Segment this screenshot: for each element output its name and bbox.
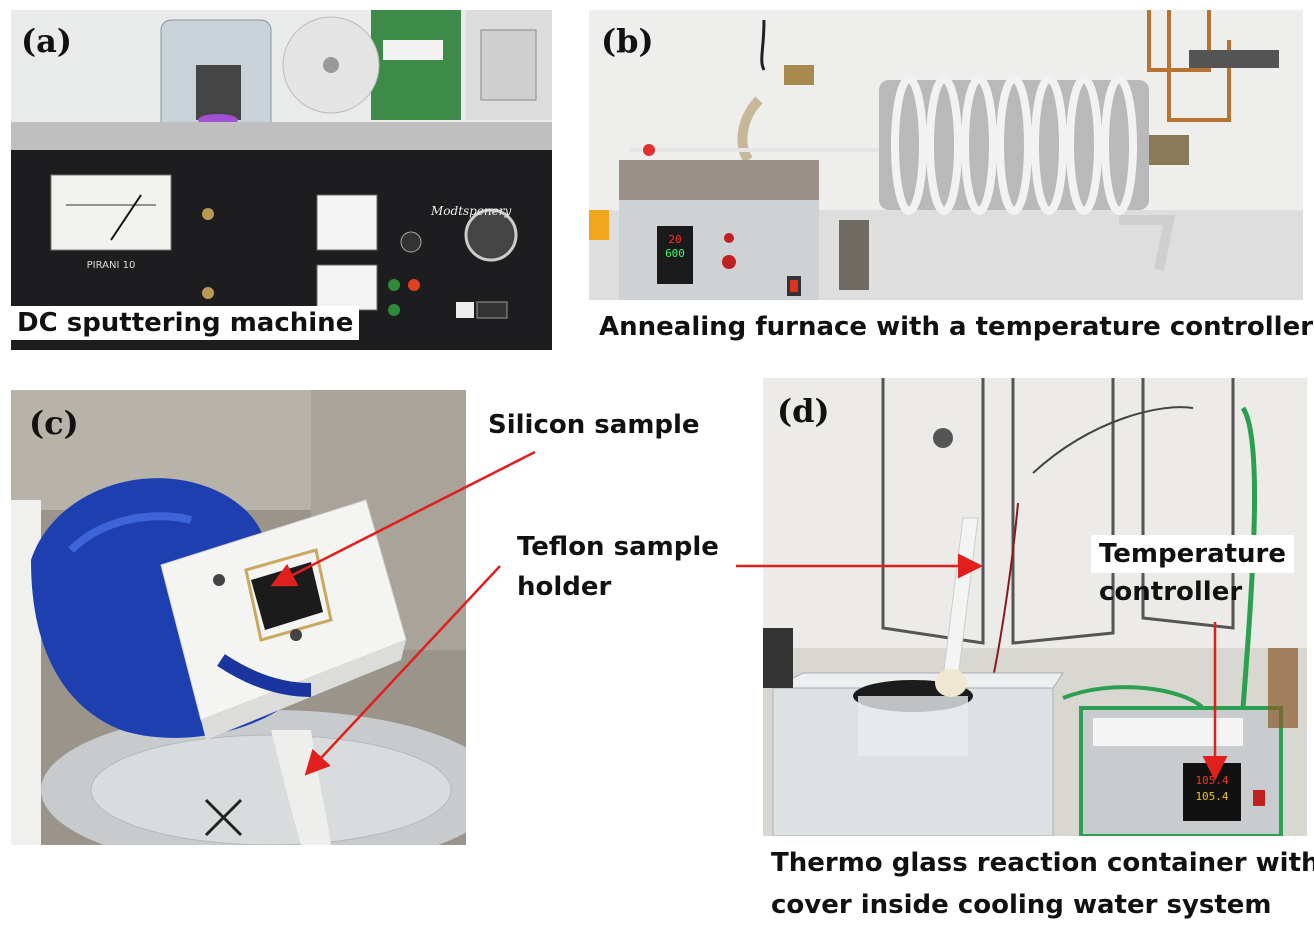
callout-temperature-controller-line2: controller	[1099, 577, 1243, 607]
pirani-gauge-label: PIRANI 10	[87, 260, 136, 271]
panel-label-a: (a)	[21, 22, 73, 60]
furnace-display-bottom: 600	[665, 247, 685, 260]
caption-cooling-system-line2: cover inside cooling water system	[771, 890, 1272, 920]
caption-sputtering-machine: DC sputtering machine	[11, 306, 360, 340]
panel-label-d: (d)	[777, 392, 830, 430]
furnace-display-top: 20	[668, 233, 681, 246]
callout-teflon-holder-line1: Teflon sample	[517, 532, 719, 562]
annealing-furnace-illustration: 20 600	[589, 10, 1303, 300]
sputtering-machine-illustration: PIRANI 10 Modtspenery	[11, 10, 552, 350]
callout-silicon-sample: Silicon sample	[488, 410, 700, 440]
caption-cooling-system-line1: Thermo glass reaction container with	[771, 848, 1314, 878]
photo-annealing-furnace: 20 600 (b)	[589, 10, 1303, 300]
photo-cooling-water-system: 105.4 105.4 (d)	[763, 378, 1307, 836]
photo-sputtering-machine: PIRANI 10 Modtspenery (a) DC sputtering …	[11, 10, 552, 350]
callout-teflon-holder-line2: holder	[517, 572, 612, 602]
sample-holder-illustration	[11, 390, 466, 845]
cooling-system-illustration: 105.4 105.4	[763, 378, 1307, 836]
caption-annealing-furnace: Annealing furnace with a temperature con…	[599, 312, 1314, 342]
controller-display-top: 105.4	[1195, 774, 1228, 787]
handwritten-note: Modtspenery	[430, 204, 512, 218]
controller-display-bottom: 105.4	[1195, 790, 1228, 803]
callout-temperature-controller-line1: Temperature	[1091, 535, 1295, 573]
photo-sample-holder: (c)	[11, 390, 466, 845]
panel-label-c: (c)	[29, 404, 79, 442]
panel-label-b: (b)	[601, 22, 654, 60]
